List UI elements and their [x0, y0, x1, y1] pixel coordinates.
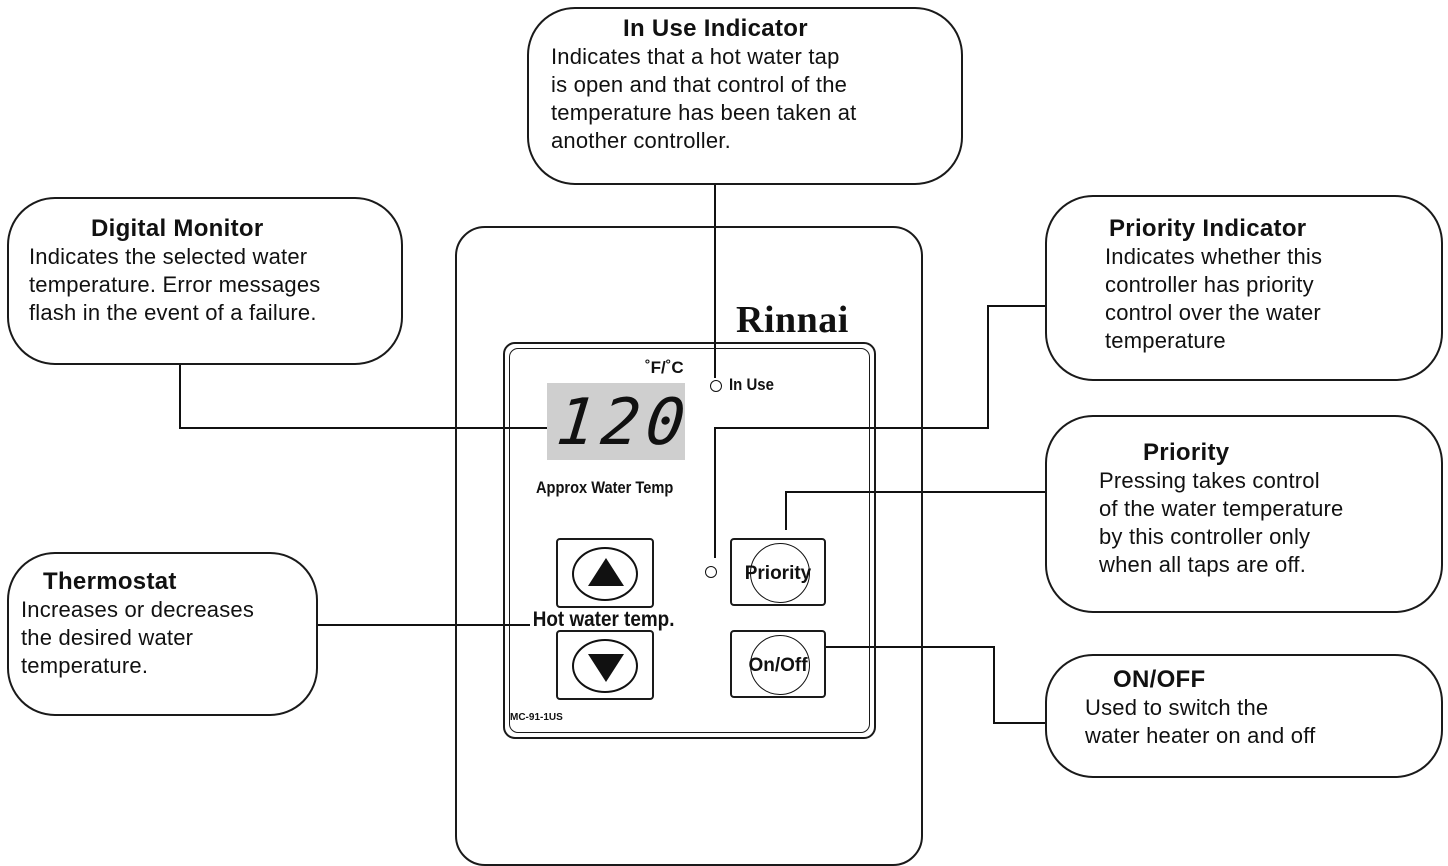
digital-monitor-connector [179, 365, 548, 429]
callout-line: temperature. [21, 653, 149, 678]
callout-line: another controller. [551, 128, 731, 153]
temperature-readout: 120 [553, 386, 695, 460]
callout-line: water heater on and off [1085, 723, 1316, 748]
priority-indicator-callout: Priority Indicator Indicates whether thi… [1045, 195, 1443, 381]
model-number: MC-91-1US [510, 712, 563, 723]
unit-label: ˚F/˚C [645, 358, 684, 377]
thermostat-callout: Thermostat Increases or decreases the de… [7, 552, 318, 716]
callout-title: Thermostat [43, 568, 177, 595]
callout-line: by this controller only [1099, 524, 1311, 549]
callout-line: flash in the event of a failure. [29, 300, 317, 325]
callout-title: Digital Monitor [91, 215, 264, 242]
callout-line: control over the water [1105, 300, 1321, 325]
callout-line: Indicates whether this [1105, 244, 1323, 269]
callout-line: the desired water [21, 625, 194, 650]
priority-connector [785, 491, 1047, 530]
on-off-button[interactable]: On/Off [730, 630, 826, 698]
up-arrow-circle [572, 547, 638, 601]
on-off-button-label: On/Off [748, 655, 808, 676]
callout-line: Indicates the selected water [29, 244, 308, 269]
priority-button[interactable]: Priority [730, 538, 826, 606]
approx-water-temp-label: Approx Water Temp [536, 478, 674, 497]
on-off-connector [824, 646, 1047, 724]
priority-callout: Priority Pressing takes control of the w… [1045, 415, 1443, 613]
priority-button-ring [750, 543, 810, 603]
digital-monitor-callout: Digital Monitor Indicates the selected w… [7, 197, 403, 365]
on-off-callout: ON/OFF Used to switch the water heater o… [1045, 654, 1443, 778]
priority-led-icon [705, 566, 717, 578]
in-use-indicator-callout: In Use Indicator Indicates that a hot wa… [527, 7, 963, 185]
callout-line: temperature. Error messages [29, 272, 321, 297]
control-panel-frame [503, 342, 876, 739]
callout-line: when all taps are off. [1099, 552, 1307, 577]
down-arrow-icon [588, 654, 624, 682]
callout-line: is open and that control of the [551, 72, 848, 97]
control-panel-face [509, 348, 870, 733]
callout-line: of the water temperature [1099, 496, 1344, 521]
callout-title: Priority [1143, 439, 1230, 466]
callout-title: ON/OFF [1113, 666, 1206, 693]
in-use-led-icon [710, 380, 722, 392]
callout-line: temperature has been taken at [551, 100, 857, 125]
callout-line: controller has priority [1105, 272, 1314, 297]
callout-line: temperature [1105, 328, 1226, 353]
on-off-button-ring [750, 635, 810, 695]
down-arrow-circle [572, 639, 638, 693]
digital-display: 120 [547, 383, 694, 460]
hot-water-temp-label: Hot water temp. [530, 608, 678, 632]
temp-up-button[interactable] [556, 538, 654, 608]
callout-line: Indicates that a hot water tap [551, 44, 840, 69]
priority-button-label: Priority [744, 563, 812, 584]
callout-line: Used to switch the [1085, 695, 1269, 720]
callout-line: Increases or decreases [21, 597, 255, 622]
callout-title: Priority Indicator [1109, 215, 1307, 242]
up-arrow-icon [588, 558, 624, 586]
callout-line: Pressing takes control [1099, 468, 1320, 493]
in-use-label: In Use [729, 375, 774, 394]
temp-down-button[interactable] [556, 630, 654, 700]
priority-indicator-connector [714, 305, 1047, 558]
brand-logo: Rinnai [736, 299, 849, 341]
callout-title: In Use Indicator [623, 15, 808, 42]
